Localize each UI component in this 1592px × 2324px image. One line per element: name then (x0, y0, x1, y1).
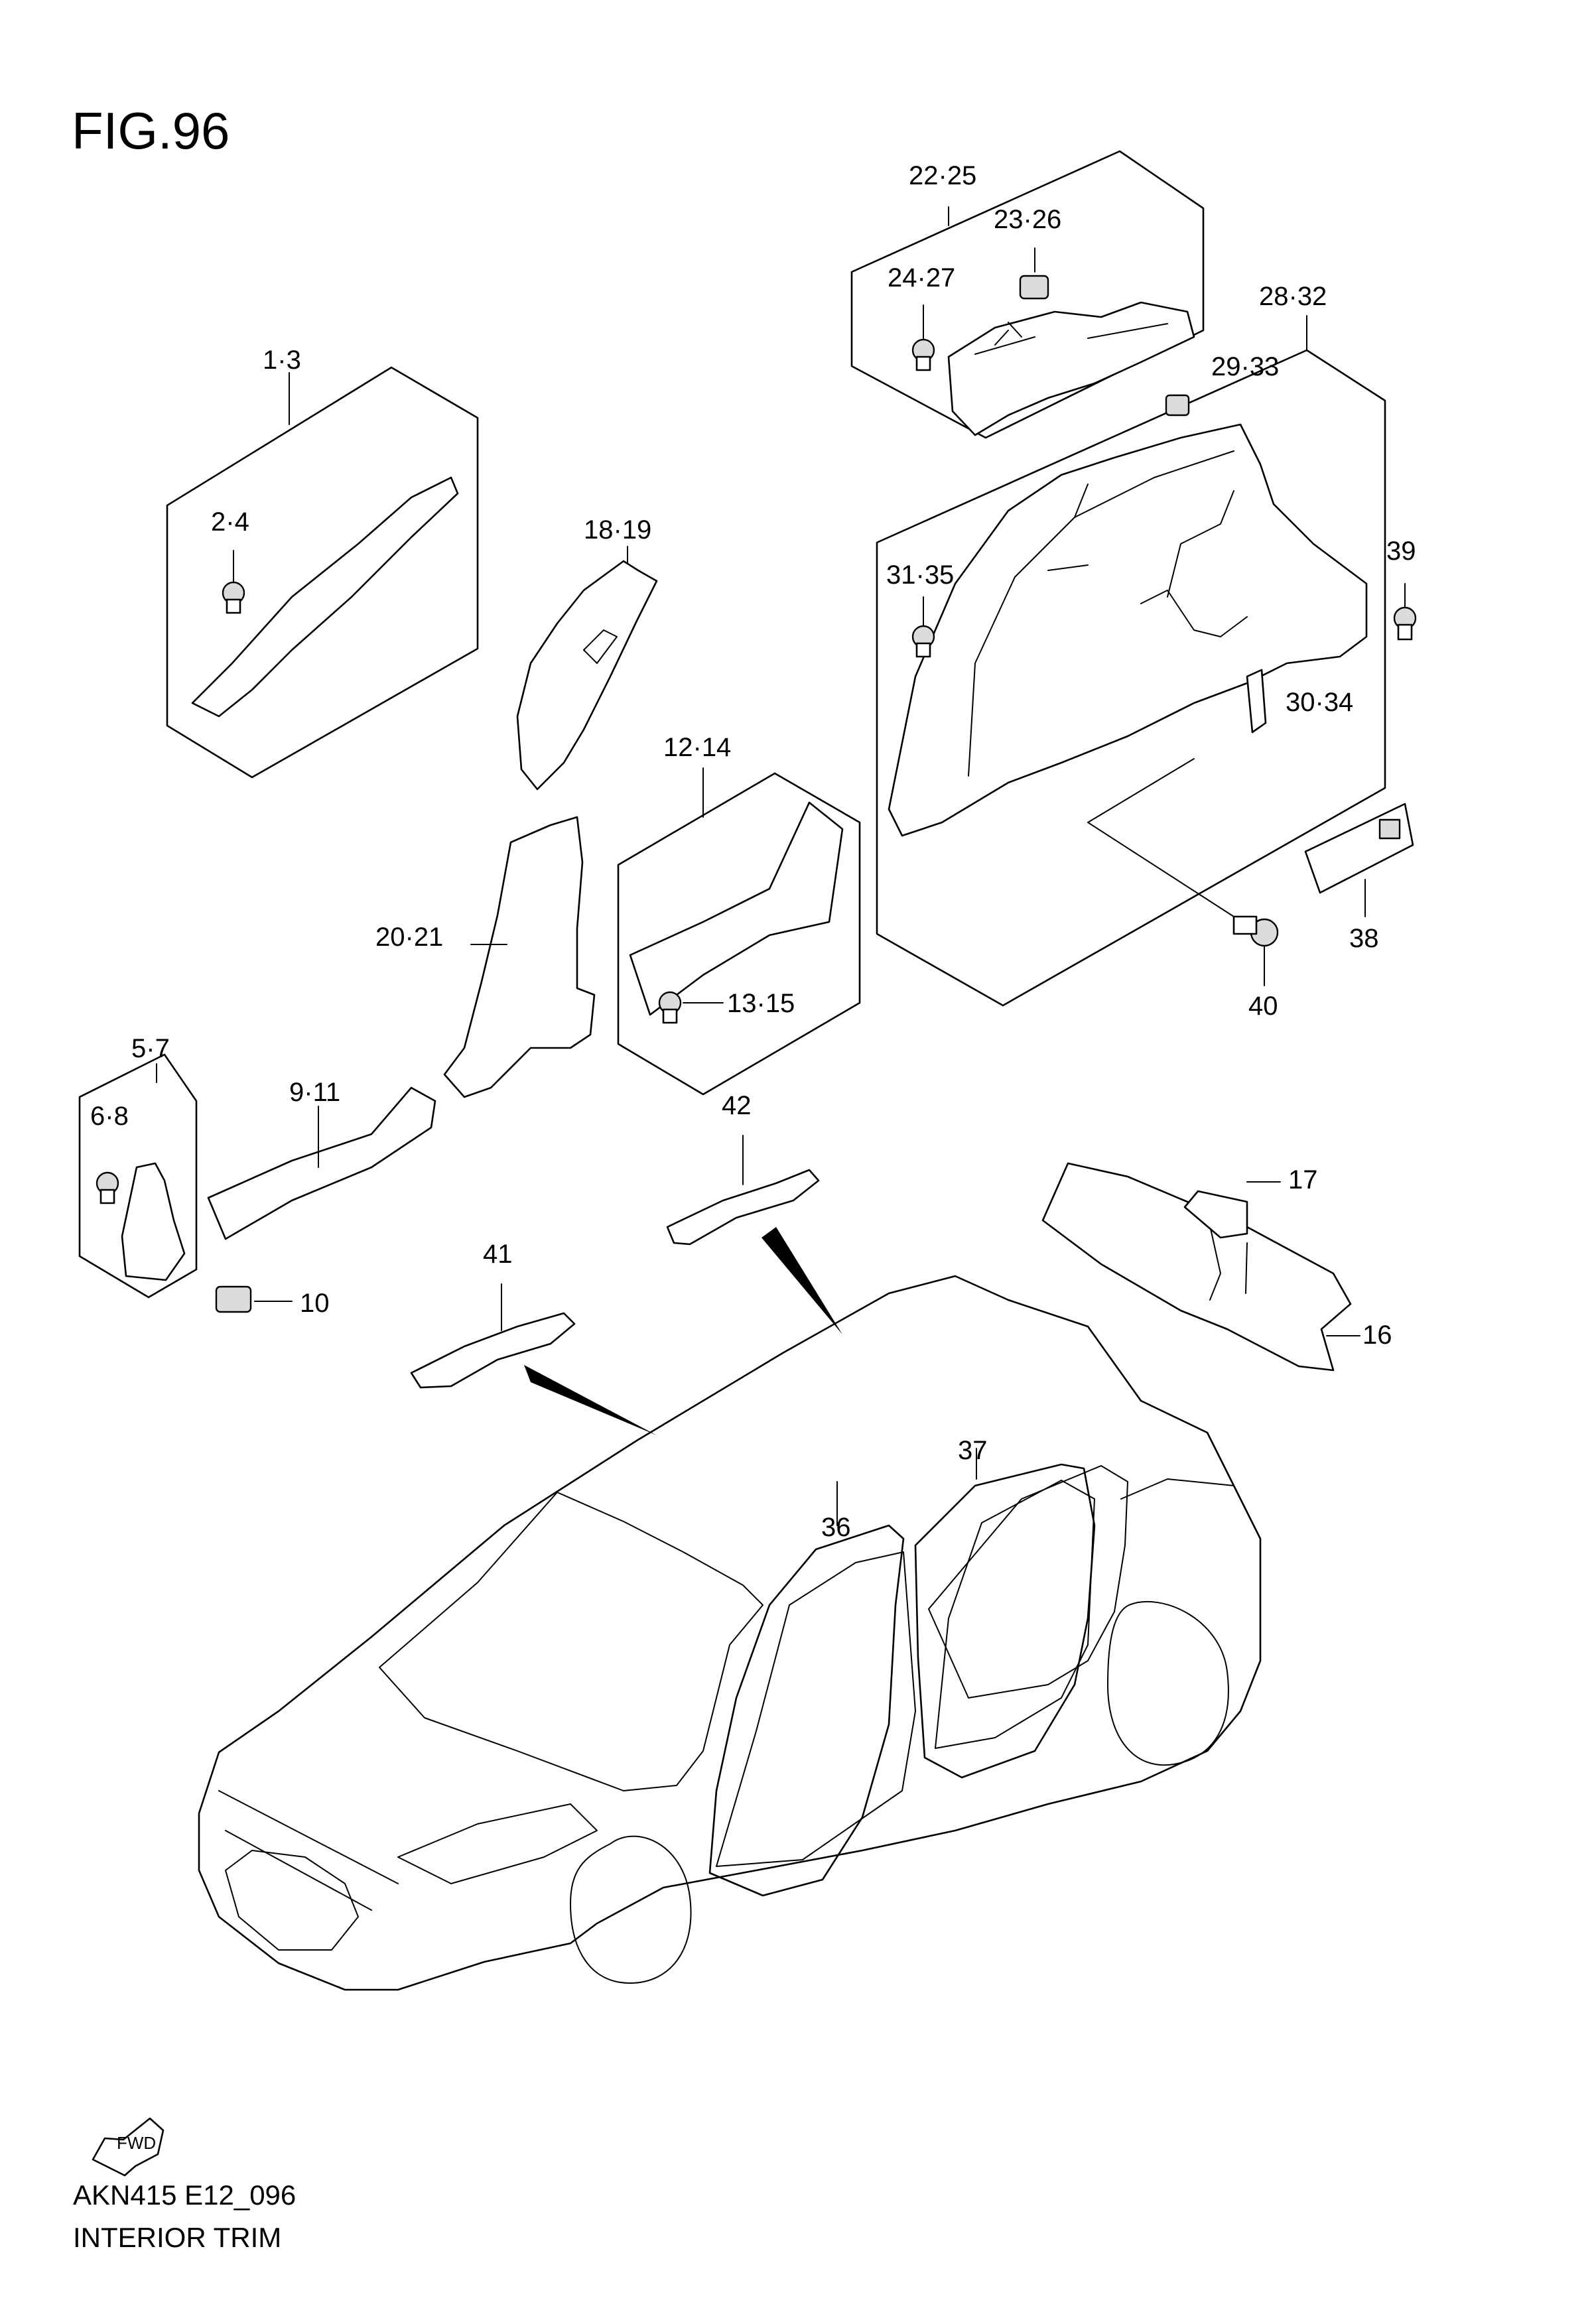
clip-23-26 (1019, 275, 1049, 300)
callout-label: 29·33 (1211, 352, 1279, 381)
callout-label: 30·34 (1286, 688, 1353, 717)
svg-text:FWD: FWD (117, 2133, 156, 2153)
front-door-sill-trim (207, 1086, 436, 1240)
callout-label: 37 (958, 1436, 988, 1465)
drawing-title: INTERIOR TRIM (73, 2222, 281, 2253)
assist-grip-42 (666, 1135, 842, 1334)
callout-label: 5·7 (131, 1034, 170, 1063)
callout-label: 41 (483, 1240, 513, 1269)
clip-29-33 (1165, 394, 1190, 417)
callout-label: 39 (1386, 537, 1416, 566)
leader-to-40 (1087, 758, 1234, 917)
callout-label: 23·26 (994, 205, 1061, 234)
callout-label: 1·3 (263, 346, 301, 375)
cover-17 (1183, 1181, 1281, 1239)
clip-31-35 (911, 596, 935, 658)
callout-label: 36 (821, 1513, 851, 1542)
callout-label: 16 (1362, 1321, 1392, 1350)
forward-direction-icon: FWD (92, 2117, 165, 2177)
group-box-1-3 (166, 366, 479, 779)
callout-label: 12·14 (663, 733, 731, 762)
bolt-40 (1232, 915, 1279, 986)
callout-label: 38 (1349, 924, 1379, 953)
callout-label: 24·27 (888, 263, 955, 292)
cover-30-34 (1246, 669, 1267, 734)
center-pillar-lower-trim (443, 816, 596, 1098)
rear-shelf-side-trim (947, 301, 1195, 436)
callout-label: 18·19 (584, 515, 651, 545)
group-box-28-32 (876, 315, 1386, 1007)
door-weatherstrip-37 (914, 1448, 1096, 1779)
lid-38 (1304, 803, 1414, 917)
callout-label: 6·8 (90, 1102, 129, 1131)
rear-header-trim (1041, 1162, 1352, 1372)
figure-title: FIG.96 (72, 101, 230, 160)
front-pillar-trim (191, 476, 459, 718)
assist-grip-41 (410, 1283, 657, 1435)
clip-10 (215, 1285, 293, 1313)
vehicle-outline (198, 1275, 1262, 1991)
callout-label: 22·25 (909, 161, 976, 190)
callout-label: 31·35 (886, 560, 954, 590)
callout-label: 13·15 (727, 989, 795, 1018)
callout-label: 28·32 (1259, 282, 1327, 311)
callout-label: 2·4 (211, 507, 249, 537)
quarter-trim-panel (888, 423, 1368, 837)
callout-label: 9·11 (289, 1078, 340, 1107)
center-pillar-upper-trim (516, 546, 658, 791)
callout-label: 17 (1288, 1165, 1318, 1194)
callout-label: 40 (1248, 992, 1278, 1021)
door-weatherstrip-36 (708, 1481, 905, 1897)
callout-label: 10 (300, 1289, 330, 1318)
group-box-12-14 (617, 767, 861, 1096)
rear-door-sill-trim (629, 801, 844, 1016)
drawing-code: AKN415 E12_096 (73, 2179, 296, 2211)
callout-label: 42 (722, 1091, 752, 1120)
group-box-22-25 (850, 150, 1205, 439)
clip-24-27 (911, 338, 935, 371)
group-box-5-7 (78, 1053, 198, 1299)
clip-13-15 (658, 991, 724, 1024)
clip-6-8 (96, 1171, 119, 1204)
clip-2-4 (222, 550, 245, 614)
callout-label: 20·21 (375, 923, 443, 952)
kick-panel (121, 1162, 186, 1281)
clip-39 (1393, 583, 1417, 641)
callout-labels: 22·25 23·26 24·27 28·32 29·33 1·3 2·4 18·19 31·3… (90, 161, 1416, 1542)
